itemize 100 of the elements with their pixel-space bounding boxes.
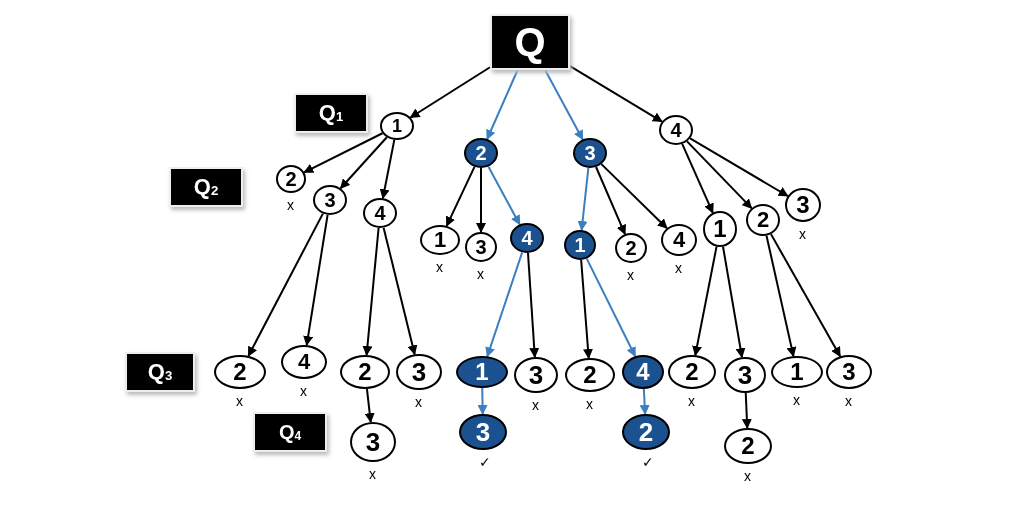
result-mark: x — [477, 266, 484, 282]
arrow — [409, 66, 491, 119]
state-circle — [214, 355, 266, 389]
solution-path-circle — [573, 138, 607, 168]
state-circle — [703, 211, 737, 247]
column-number: 2 — [583, 363, 597, 387]
arrow — [303, 213, 329, 347]
column-number: 3 — [584, 143, 596, 163]
state-circle — [420, 225, 460, 255]
state-circle — [340, 355, 390, 389]
result-mark: x — [688, 393, 695, 409]
solution-path-circle — [622, 355, 664, 389]
column-number: 3 — [737, 362, 753, 388]
state-circle — [746, 204, 780, 236]
arrow — [692, 245, 718, 357]
column-number: 2 — [475, 143, 487, 163]
column-number: 4 — [297, 351, 311, 373]
column-number: 2 — [685, 360, 699, 384]
column-number: 3 — [796, 193, 810, 217]
arrow — [487, 165, 521, 226]
arrow — [303, 132, 384, 174]
column-number: 2 — [625, 238, 637, 258]
arrow — [477, 387, 488, 415]
state-circle — [363, 198, 397, 228]
column-number: 2 — [756, 209, 770, 231]
result-mark: x — [627, 267, 634, 283]
state-circle — [785, 188, 821, 222]
arrow — [382, 226, 418, 356]
result-mark: x — [744, 468, 751, 484]
column-number: 1 — [392, 117, 402, 135]
column-number: 3 — [475, 237, 487, 257]
arrow — [577, 166, 590, 232]
result-mark: x — [436, 259, 443, 275]
column-number: 3 — [365, 429, 381, 455]
arrow — [247, 212, 324, 357]
state-circle — [661, 224, 697, 256]
solution-path-circle — [464, 138, 498, 168]
column-number: 4 — [636, 360, 650, 384]
state-circle — [724, 428, 772, 464]
level-label-box — [125, 352, 195, 392]
arrow — [339, 136, 388, 190]
solution-path-circle — [622, 414, 670, 450]
arrow — [595, 166, 626, 236]
arrow — [364, 387, 375, 424]
arrow — [379, 138, 396, 200]
column-number: 3 — [324, 190, 336, 210]
state-circle — [659, 115, 693, 145]
result-mark: x — [369, 466, 376, 482]
arrow — [580, 258, 593, 359]
arrow — [486, 69, 519, 140]
arrow — [770, 233, 842, 358]
arrow — [639, 388, 650, 415]
level-label-box — [490, 14, 570, 70]
state-circle — [350, 422, 396, 462]
arrow — [765, 234, 797, 358]
level-label: Q$_{2}$ — [193, 176, 219, 198]
solution-path-circle — [510, 223, 544, 253]
state-circle — [380, 112, 414, 140]
solution-path-circle — [459, 414, 507, 450]
result-mark: x — [845, 393, 852, 409]
state-circle — [396, 354, 442, 390]
level-label-box — [169, 167, 243, 207]
level-label: Q — [514, 22, 546, 62]
column-number: 2 — [285, 169, 297, 189]
arrow — [445, 165, 476, 227]
state-circle — [615, 233, 647, 263]
state-circle — [281, 345, 327, 379]
state-circle — [668, 355, 716, 389]
arrow — [689, 137, 789, 197]
level-label: Q$_{4}$ — [278, 421, 302, 443]
state-circle — [313, 185, 347, 215]
column-number: 1 — [790, 360, 804, 384]
column-number: 2 — [741, 434, 755, 458]
arrow — [681, 142, 714, 214]
state-circle — [465, 232, 497, 262]
column-number: 4 — [374, 203, 386, 223]
level-label: Q$_{3}$ — [147, 361, 173, 383]
result-mark: x — [675, 260, 682, 276]
arrow — [722, 245, 746, 359]
level-label: Q$_{1}$ — [318, 102, 344, 124]
result-mark: x — [236, 393, 243, 409]
solution-path-circle — [456, 356, 508, 388]
column-number: 2 — [358, 360, 372, 384]
arrow — [544, 69, 584, 141]
column-number: 3 — [411, 359, 427, 385]
column-number: 1 — [574, 235, 586, 255]
arrow — [476, 167, 486, 233]
column-number: 2 — [638, 419, 654, 445]
column-number: 4 — [672, 229, 686, 251]
column-number: 2 — [233, 360, 247, 384]
arrow — [527, 251, 540, 359]
arrow — [741, 392, 752, 429]
state-circle — [276, 165, 306, 193]
level-label-box — [294, 93, 368, 133]
result-mark: x — [532, 397, 539, 413]
level-label-box — [253, 412, 327, 452]
arrow — [485, 251, 524, 358]
result-mark: x — [300, 383, 307, 399]
column-number: 1 — [475, 360, 489, 384]
column-number: 3 — [528, 362, 544, 388]
